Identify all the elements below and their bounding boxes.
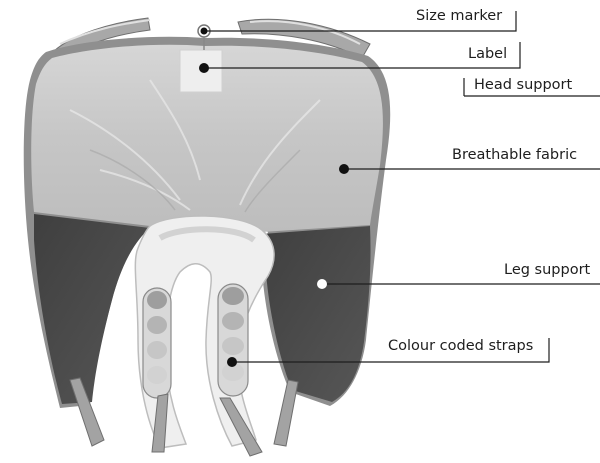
dot-label: [199, 63, 209, 73]
dot-leg-support: [317, 279, 327, 289]
strap-loops-left: [143, 288, 171, 398]
callout-colour-coded-straps: Colour coded straps: [388, 337, 533, 355]
dot-size-marker: [201, 28, 208, 35]
callout-breathable-fabric: Breathable fabric: [452, 146, 577, 164]
callout-label: Label: [468, 45, 507, 63]
callout-size-marker: Size marker: [416, 7, 502, 25]
callout-head-support: Head support: [474, 76, 572, 94]
leg-support-panel-right: [262, 226, 371, 402]
dot-colour-coded-straps: [227, 357, 237, 367]
callout-leg-support: Leg support: [504, 261, 590, 279]
strap-loops-right: [218, 284, 248, 396]
dot-breathable-fabric: [339, 164, 349, 174]
leg-support-panel-left: [34, 214, 150, 404]
